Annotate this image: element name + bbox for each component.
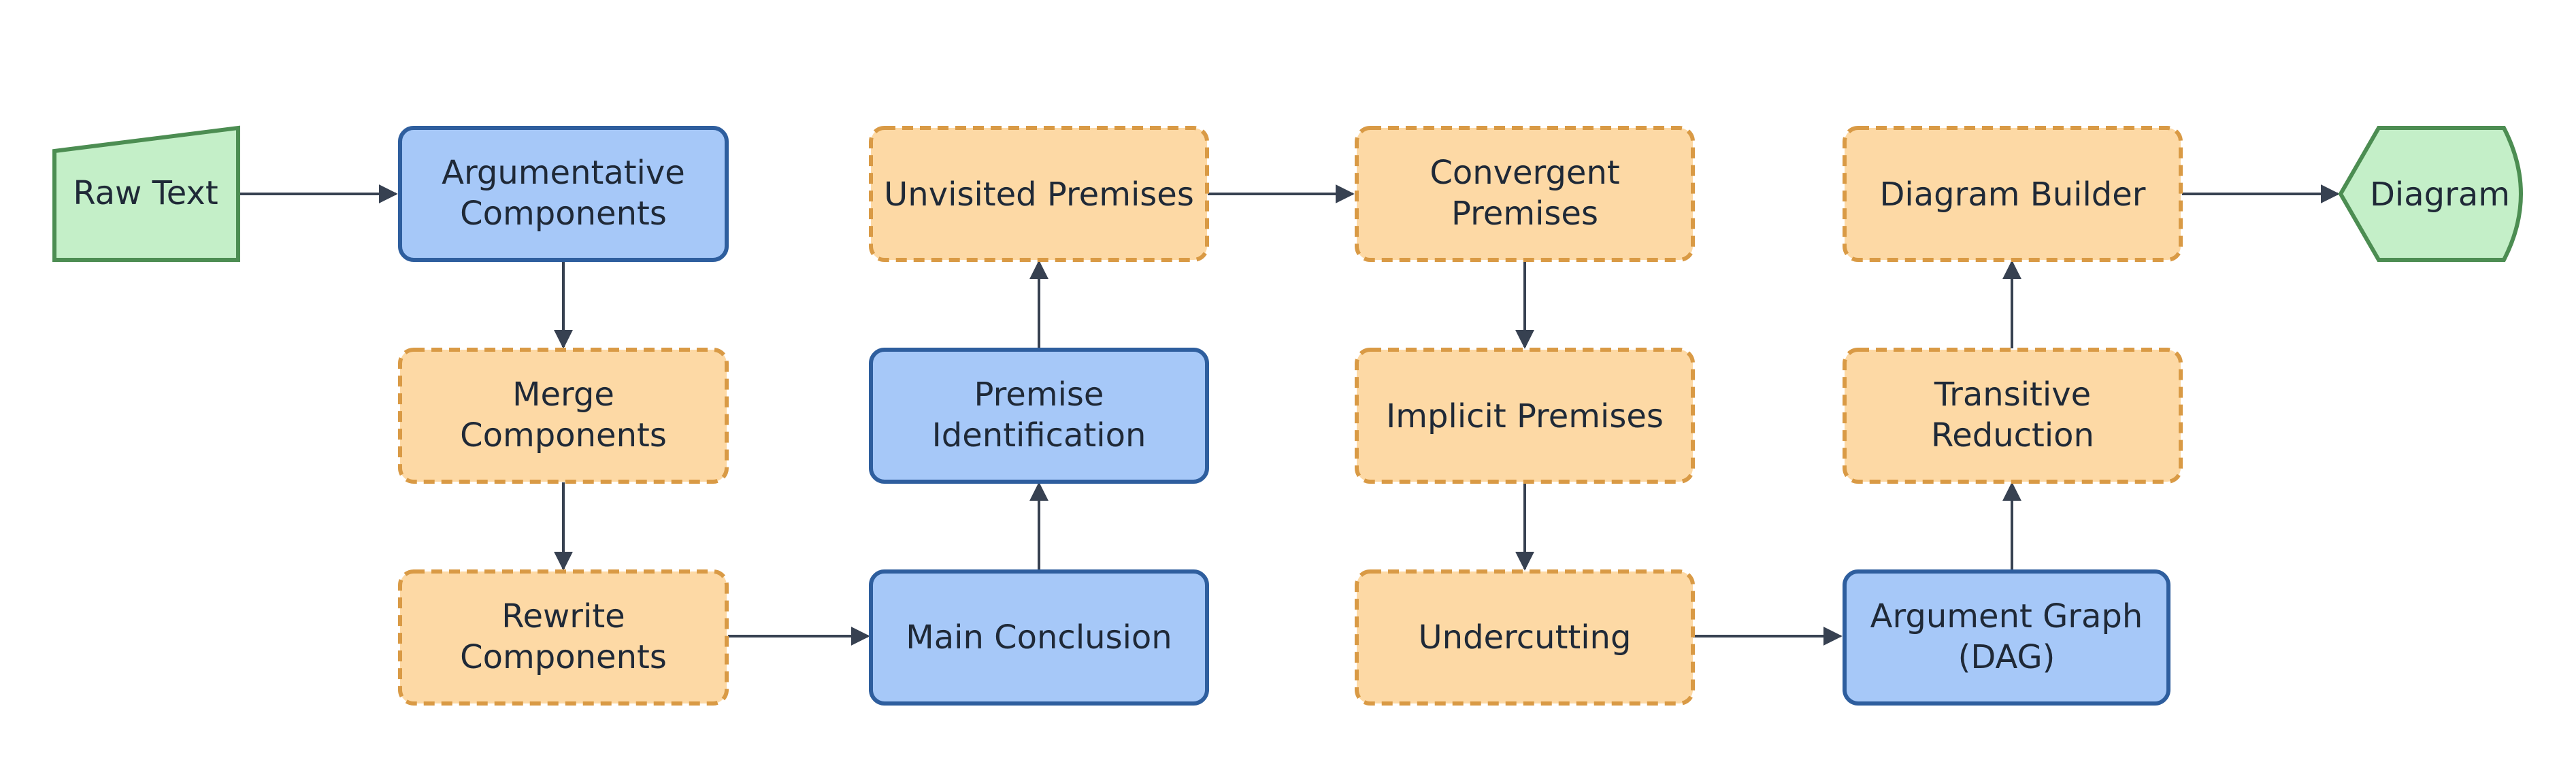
node-convergent-premises: Convergent Premises [1355, 126, 1695, 262]
node-diagram-builder: Diagram Builder [1843, 126, 2183, 262]
node-transitive-reduction: Transitive Reduction [1843, 348, 2183, 484]
node-raw-text-label: Raw Text [73, 174, 218, 212]
node-diagram: Diagram [2338, 126, 2523, 262]
node-argumentative-line2: Components [460, 195, 667, 233]
node-main-conclusion-label: Main Conclusion [906, 618, 1172, 657]
edges [240, 184, 2340, 646]
node-convergent-line2: Premises [1451, 195, 1598, 233]
node-transitive-line1: Transitive [1934, 376, 2091, 414]
node-undercutting: Undercutting [1355, 569, 1695, 706]
node-merge-line2: Components [460, 416, 667, 454]
node-argument-graph-line2: (DAG) [1958, 638, 2055, 676]
node-rewrite-line2: Components [460, 638, 667, 676]
node-diagram-builder-label: Diagram Builder [1879, 176, 2145, 214]
node-premise-identification-line1: Premise [974, 376, 1104, 414]
node-premise-identification: Premise Identification [869, 348, 1209, 484]
node-diagram-label: Diagram [2370, 176, 2510, 214]
node-convergent-line1: Convergent [1430, 154, 1619, 192]
node-transitive-line2: Reduction [1931, 416, 2094, 454]
node-argument-graph-line1: Argument Graph [1870, 597, 2143, 635]
node-merge-line1: Merge [512, 376, 614, 414]
node-unvisited-label: Unvisited Premises [884, 176, 1194, 214]
node-argument-graph: Argument Graph (DAG) [1843, 569, 2170, 706]
node-undercutting-label: Undercutting [1419, 618, 1632, 657]
node-implicit-premises: Implicit Premises [1355, 348, 1695, 484]
node-rewrite-components: Rewrite Components [398, 569, 729, 706]
node-raw-text: Raw Text [52, 125, 240, 262]
node-unvisited-premises: Unvisited Premises [869, 126, 1209, 262]
node-argumentative-components: Argumentative Components [398, 126, 729, 262]
node-main-conclusion: Main Conclusion [869, 569, 1209, 706]
node-argumentative-line1: Argumentative [442, 154, 685, 192]
node-premise-identification-line2: Identification [932, 416, 1146, 454]
node-merge-components: Merge Components [398, 348, 729, 484]
node-implicit-label: Implicit Premises [1386, 397, 1664, 435]
node-rewrite-line1: Rewrite [501, 597, 625, 635]
